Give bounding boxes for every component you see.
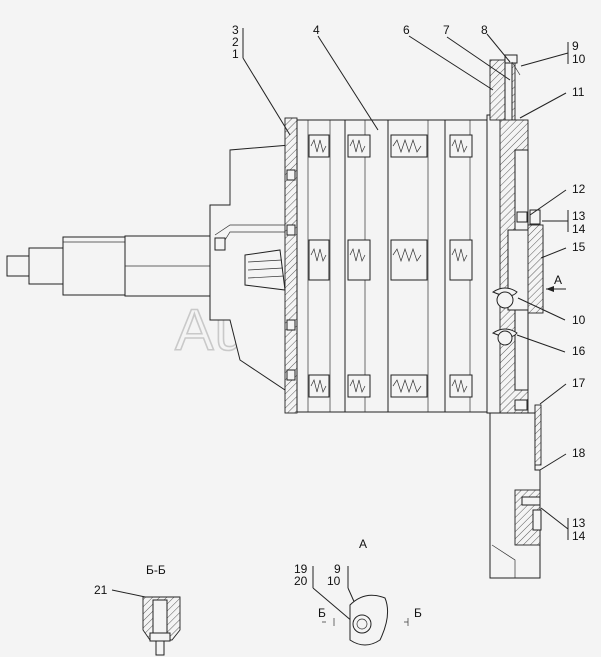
callout-10-detail: 10 [327,574,341,588]
section-bb-title: Б-Б [146,563,166,577]
view-labels: А Б-Б А Б Б [146,273,562,620]
callout-2: 2 [232,35,239,49]
view-a-arrow-label: А [554,273,562,287]
callout-10-top: 10 [572,52,586,66]
callout-19: 19 [294,562,308,576]
springs-row-bottom [308,374,473,398]
springs-row-middle [308,239,473,281]
callout-8: 8 [481,23,488,37]
callout-4: 4 [313,23,320,37]
callout-labels: 3 2 1 4 6 7 8 9 10 11 12 13 14 15 10 16 … [94,23,586,597]
springs-row-top [308,134,473,158]
disc-pack [296,119,488,413]
callout-18: 18 [572,446,586,460]
callout-6: 6 [403,23,410,37]
callout-9-detail: 9 [334,562,341,576]
section-mark-left: Б [318,606,326,620]
callout-13-bottom: 13 [572,516,586,530]
callout-16: 16 [572,344,586,358]
callout-14-top: 14 [572,222,586,236]
view-a-detail [322,594,409,646]
input-shaft [6,235,211,297]
view-a-title: А [359,537,367,551]
clutch-housing [209,117,301,414]
callout-14-bottom: 14 [572,529,586,543]
callout-21: 21 [94,583,108,597]
section-bb-detail [142,596,181,656]
flywheel-section [486,54,544,579]
callout-1: 1 [232,47,239,61]
callout-7: 7 [443,23,450,37]
callout-9: 9 [572,39,579,53]
callout-17: 17 [572,376,586,390]
callout-20: 20 [294,574,308,588]
callout-12: 12 [572,182,586,196]
section-mark-right: Б [414,606,422,620]
callout-15: 15 [572,240,586,254]
callout-3: 3 [232,23,239,37]
callout-11: 11 [572,85,585,99]
callout-13-top: 13 [572,209,586,223]
callout-10-mid: 10 [572,313,586,327]
